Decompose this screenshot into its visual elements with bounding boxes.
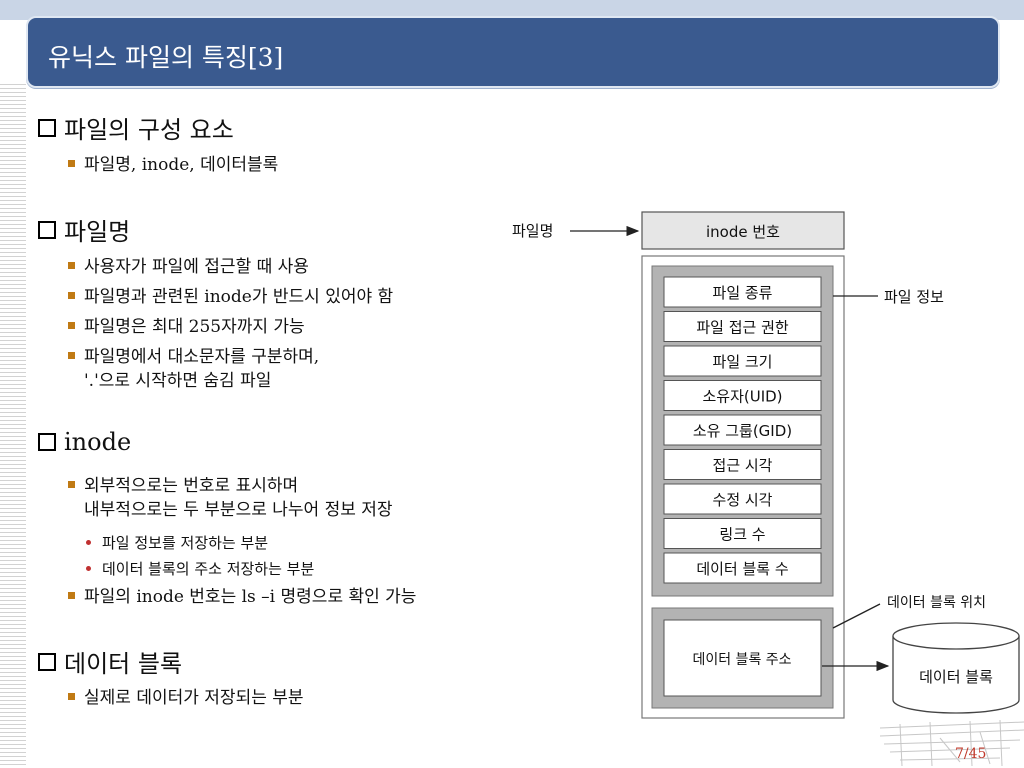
- bullet-text: 파일명에서 대소문자를 구분하며, '.'으로 시작하면 숨김 파일: [84, 345, 319, 393]
- file-info-row-text: 파일 종류: [713, 284, 773, 302]
- bullet-item: 파일명과 관련된 inode가 반드시 있어야 함: [68, 285, 393, 309]
- file-info-row-text: 링크 수: [719, 526, 765, 544]
- square-bullet-icon: [38, 220, 56, 239]
- title-bar: 유닉스 파일의 특징[3]: [26, 16, 1000, 88]
- bullet-text: 사용자가 파일에 접근할 때 사용: [84, 257, 309, 277]
- file-info-row-text: 접근 시각: [713, 457, 773, 475]
- section-heading-filename: 파일명: [38, 212, 130, 247]
- file-info-row-box: [663, 414, 822, 446]
- block-location-connector: [832, 603, 881, 629]
- bullet-item: 파일명은 최대 255자까지 가능: [68, 315, 305, 339]
- file-info-row-box: [663, 276, 822, 308]
- bullet-icon: [68, 160, 75, 167]
- bullet-item: 사용자가 파일에 접근할 때 사용: [68, 255, 309, 279]
- file-info-row-box: [663, 449, 822, 480]
- slide-title: 유닉스 파일의 특징[3]: [48, 43, 284, 72]
- square-bullet-icon: [38, 652, 56, 671]
- heading-text: 파일명: [64, 218, 131, 246]
- block-location-label: 데이터 블록 위치: [887, 595, 986, 611]
- heading-text: 파일의 구성 요소: [64, 116, 234, 144]
- file-info-row-text: 데이터 블록 수: [696, 560, 788, 578]
- left-stripes: [0, 84, 26, 768]
- file-info-row-text: 수정 시각: [713, 491, 773, 509]
- bullet-line: 파일명에서 대소문자를 구분하며,: [84, 347, 320, 367]
- inode-number-box: [641, 211, 845, 250]
- bullet-icon: [68, 481, 75, 488]
- bullet-text: 파일명, inode, 데이터블록: [84, 155, 279, 175]
- heading-text: 데이터 블록: [64, 650, 183, 678]
- dot-bullet-icon: [86, 566, 91, 571]
- bullet-item: 실제로 데이터가 저장되는 부분: [68, 686, 304, 710]
- bullet-text: 외부적으로는 번호로 표시하며 내부적으로는 두 부분으로 나누어 정보 저장: [84, 474, 393, 522]
- bullet-item: 파일명, inode, 데이터블록: [68, 153, 278, 177]
- bullet-icon: [68, 693, 75, 700]
- bullet-text: 파일의 inode 번호는 ls –i 명령으로 확인 가능: [84, 587, 417, 607]
- block-address-text: 데이터 블록 주소: [692, 652, 791, 668]
- bullet-item: 파일의 inode 번호는 ls –i 명령으로 확인 가능: [68, 585, 416, 609]
- bullet-icon: [68, 352, 75, 359]
- heading-text: inode: [64, 428, 132, 456]
- section-heading-inode: inode: [38, 428, 131, 456]
- sub-bullet-text: 파일 정보를 저장하는 부분: [102, 534, 269, 552]
- dot-bullet-icon: [86, 540, 91, 545]
- file-info-row-box: [663, 345, 822, 377]
- file-info-label: 파일 정보: [884, 288, 944, 306]
- watermark-logo: [880, 719, 1024, 767]
- bullet-text: 파일명은 최대 255자까지 가능: [84, 317, 305, 337]
- file-info-row-box: [663, 552, 822, 584]
- block-address-box: [663, 619, 822, 697]
- square-bullet-icon: [38, 118, 56, 137]
- file-info-row-text: 소유 그룹(GID): [693, 422, 792, 440]
- file-info-row-box: [663, 311, 822, 342]
- bullet-line: 내부적으로는 두 부분으로 나누어 정보 저장: [84, 500, 393, 520]
- bullet-icon: [68, 292, 75, 299]
- bullet-icon: [68, 322, 75, 329]
- file-info-row-text: 파일 접근 권한: [696, 319, 789, 337]
- bullet-line: 외부적으로는 번호로 표시하며: [84, 476, 299, 496]
- bullet-text: 실제로 데이터가 저장되는 부분: [84, 688, 304, 708]
- data-block-cylinder: 데이터 블록: [892, 622, 1020, 714]
- file-info-row-box: [663, 518, 822, 549]
- inode-number-text: inode 번호: [706, 223, 780, 241]
- filename-label: 파일명: [512, 222, 553, 240]
- bullet-item: 파일명에서 대소문자를 구분하며, '.'으로 시작하면 숨김 파일: [68, 345, 319, 393]
- bullet-item: 외부적으로는 번호로 표시하며 내부적으로는 두 부분으로 나누어 정보 저장: [68, 474, 393, 522]
- page-number: 7/45: [955, 746, 987, 762]
- file-info-row-box: [663, 380, 822, 411]
- file-info-row-box: [663, 483, 822, 515]
- square-bullet-icon: [38, 433, 56, 451]
- section-heading-components: 파일의 구성 요소: [38, 110, 234, 145]
- sub-bullet-item: 데이터 블록의 주소 저장하는 부분: [86, 558, 314, 579]
- file-info-row-text: 소유자(UID): [702, 388, 782, 406]
- section-heading-datablock: 데이터 블록: [38, 644, 182, 679]
- top-band: [0, 0, 1024, 20]
- bullet-line: '.'으로 시작하면 숨김 파일: [84, 371, 272, 391]
- bullet-icon: [68, 262, 75, 269]
- data-block-text: 데이터 블록: [919, 668, 993, 686]
- sub-bullet-item: 파일 정보를 저장하는 부분: [86, 532, 268, 553]
- bullet-text: 파일명과 관련된 inode가 반드시 있어야 함: [84, 287, 394, 307]
- bullet-icon: [68, 592, 75, 599]
- sub-bullet-text: 데이터 블록의 주소 저장하는 부분: [102, 560, 315, 578]
- file-info-row-text: 파일 크기: [713, 353, 773, 371]
